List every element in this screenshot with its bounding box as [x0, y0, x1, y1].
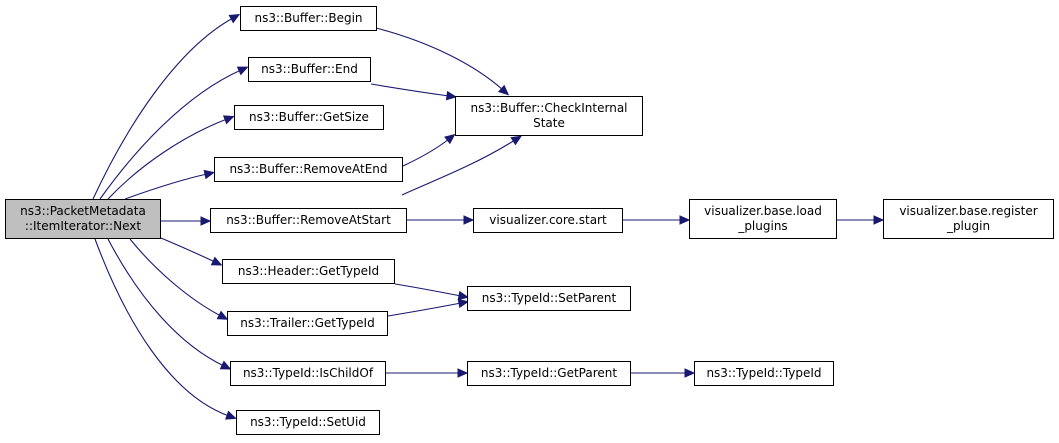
node-label-line: State — [533, 116, 565, 130]
arrowhead-icon — [236, 66, 249, 76]
node-label-line: _plugins — [738, 219, 788, 233]
call-edge-hdr-to-setpar — [394, 283, 462, 297]
arrowhead-icon — [444, 133, 456, 145]
node-typeid-getparent[interactable]: ns3::TypeId::GetParent — [467, 361, 631, 386]
node-buffer-end[interactable]: ns3::Buffer::End — [248, 57, 371, 82]
call-edge-root-to-begin — [92, 17, 234, 200]
call-edge-rmstart-to-check — [401, 139, 516, 196]
node-label-line: ns3::Header::GetTypeId — [237, 264, 380, 278]
node-buffer-checkinternalstate[interactable]: ns3::Buffer::CheckInternal State — [455, 96, 643, 136]
node-visualizer-base-load-plugins[interactable]: visualizer.base.load _plugins — [689, 199, 837, 239]
node-label-line: ns3::PacketMetadata — [20, 204, 146, 218]
arrowhead-icon — [457, 298, 470, 309]
arrowhead-icon — [445, 90, 458, 101]
node-header-gettypeid[interactable]: ns3::Header::GetTypeId — [222, 259, 395, 284]
node-label-line: visualizer.base.load — [704, 204, 822, 218]
arrowhead-icon — [457, 290, 470, 301]
node-buffer-removeatstart[interactable]: ns3::Buffer::RemoveAtStart — [210, 208, 407, 233]
node-label-line: visualizer.core.start — [489, 213, 607, 227]
node-label-line: ns3::Buffer::CheckInternal — [470, 101, 628, 115]
call-edge-trl-to-setpar — [387, 302, 462, 317]
call-edge-root-to-hdr — [160, 237, 216, 263]
call-edge-rmend-to-check — [402, 138, 450, 167]
node-label-line: ns3::TypeId::TypeId — [706, 366, 822, 380]
call-edge-root-to-rmend — [124, 173, 208, 200]
node-label-line: ::ItemIterator::Next — [24, 219, 142, 233]
node-buffer-begin[interactable]: ns3::Buffer::Begin — [240, 6, 377, 31]
node-visualizer-base-register-plugin[interactable]: visualizer.base.register _plugin — [883, 199, 1054, 239]
arrowhead-icon — [225, 410, 237, 420]
arrowhead-icon — [219, 360, 232, 370]
node-label-line: ns3::TypeId::SetParent — [481, 291, 617, 305]
call-edge-end-to-check — [370, 83, 450, 97]
arrowhead-icon — [222, 115, 235, 125]
node-label-line: ns3::TypeId::SetUid — [250, 415, 366, 429]
node-label-line: ns3::Buffer::Begin — [254, 11, 363, 25]
node-typeid-setuid[interactable]: ns3::TypeId::SetUid — [236, 410, 380, 435]
arrowhead-icon — [457, 368, 469, 378]
arrowhead-icon — [228, 14, 241, 24]
node-label-line: ns3::Buffer::GetSize — [249, 110, 369, 124]
node-typeid-setparent[interactable]: ns3::TypeId::SetParent — [467, 286, 631, 311]
node-buffer-removeatend[interactable]: ns3::Buffer::RemoveAtEnd — [214, 157, 403, 182]
node-label-line: ns3::Buffer::End — [261, 62, 358, 76]
arrowhead-icon — [684, 368, 696, 378]
node-label-line: ns3::Buffer::RemoveAtEnd — [229, 162, 388, 176]
call-edge-root-to-getsize — [107, 118, 228, 200]
arrowhead-icon — [463, 215, 475, 225]
node-typeid-ischildof[interactable]: ns3::TypeId::IsChildOf — [230, 361, 386, 386]
node-label-line: ns3::Trailer::GetTypeId — [240, 316, 375, 330]
call-edge-root-to-ischild — [107, 238, 225, 367]
arrowhead-icon — [200, 216, 212, 226]
node-buffer-getsize[interactable]: ns3::Buffer::GetSize — [234, 105, 384, 130]
arrowhead-icon — [497, 84, 510, 96]
node-label-line: ns3::TypeId::GetParent — [480, 366, 618, 380]
node-label-line: ns3::TypeId::IsChildOf — [242, 366, 374, 380]
node-label-line: visualizer.base.register — [899, 204, 1038, 218]
node-typeid-typeid[interactable]: ns3::TypeId::TypeId — [694, 361, 834, 386]
node-label-line: ns3::Buffer::RemoveAtStart — [226, 213, 391, 227]
arrowhead-icon — [203, 169, 216, 180]
node-label-line: _plugin — [946, 219, 991, 233]
call-edges — [92, 14, 885, 420]
arrowhead-icon — [216, 310, 229, 320]
arrowhead-icon — [873, 215, 885, 225]
call-edge-root-to-end — [99, 69, 242, 200]
arrowhead-icon — [510, 135, 522, 146]
arrowhead-icon — [679, 215, 691, 225]
node-visualizer-core-start[interactable]: visualizer.core.start — [473, 208, 623, 233]
arrowhead-icon — [210, 256, 223, 266]
call-edge-root-to-setuid — [94, 238, 230, 417]
call-edge-begin-to-check — [375, 27, 504, 91]
call-edge-root-to-trl — [129, 238, 222, 317]
node-trailer-gettypeid[interactable]: ns3::Trailer::GetTypeId — [227, 311, 388, 336]
node-packetmetadata-itemiterator-next: ns3::PacketMetadata ::ItemIterator::Next — [5, 199, 161, 239]
